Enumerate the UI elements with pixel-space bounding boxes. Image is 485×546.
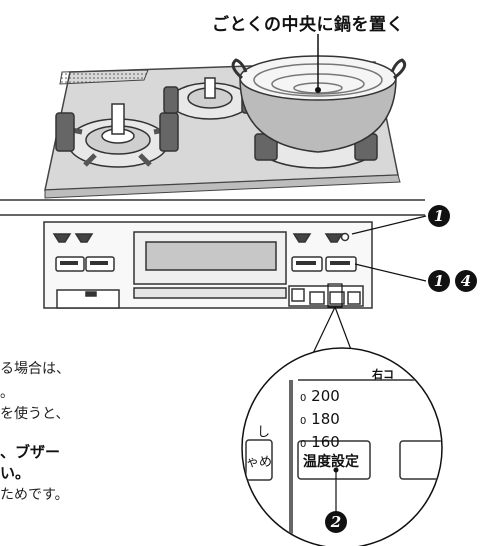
temperature-setting-button[interactable]: 温度設定 (303, 454, 359, 470)
temperature-list: 0 200 0 180 0 160 (300, 386, 340, 455)
instruction-caption: ごとくの中央に鍋を置く (212, 15, 404, 35)
body-text-line-bold: 、ブザー (0, 443, 61, 461)
left-fragment-button[interactable]: ゃめ (246, 455, 273, 470)
left-fragment-label: し (257, 425, 271, 440)
callout-marker-1: 1 (428, 205, 450, 227)
temperature-option: 0 160 (300, 433, 340, 451)
body-text-line: ためです。 (0, 487, 69, 503)
body-text-line-bold: い。 (0, 464, 31, 482)
control-panel (0, 199, 425, 309)
callout-marker-4: 4 (455, 270, 477, 292)
body-text-line: る場合は、 (0, 361, 70, 377)
callout-marker-2: 2 (325, 511, 347, 533)
temperature-option: 0 180 (300, 410, 340, 428)
side-label: 右コ (372, 368, 394, 381)
callout-marker-1: 1 (428, 270, 450, 292)
left-burner (55, 103, 179, 168)
body-text-line: 。 (0, 385, 14, 401)
body-text-line: を使うと、 (0, 406, 70, 422)
temperature-option: 0 200 (300, 387, 340, 405)
